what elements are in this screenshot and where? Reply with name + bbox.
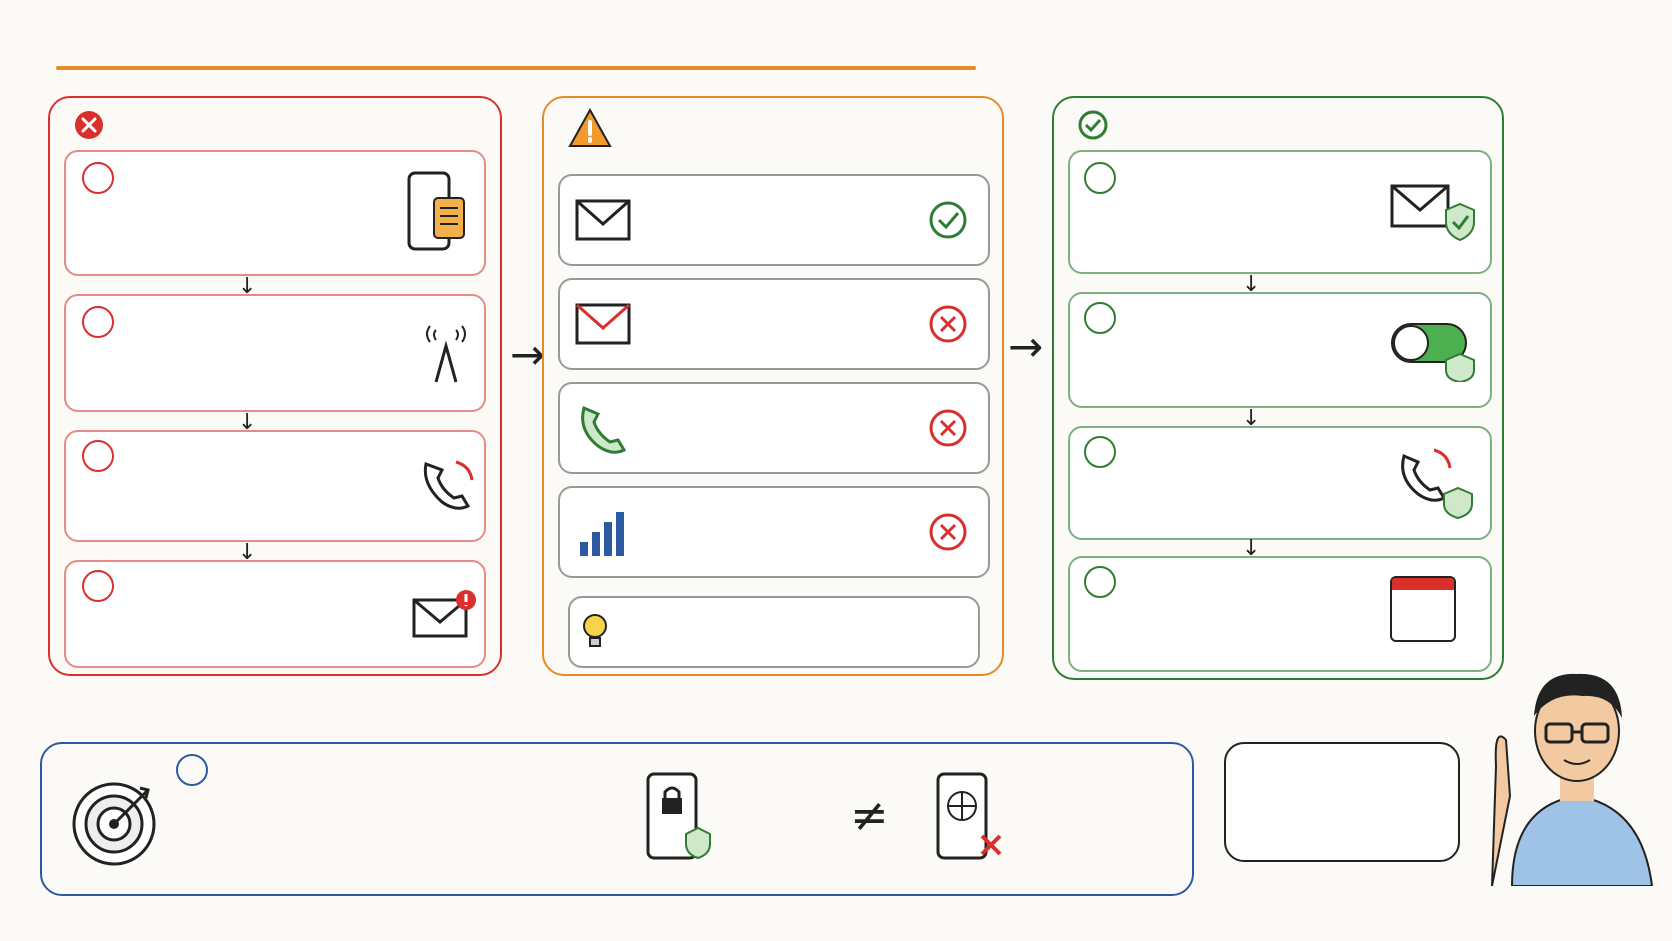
arrow-down-icon: ↓ bbox=[1242, 406, 1261, 431]
lightbulb-icon bbox=[583, 614, 607, 647]
phone-shield-icon bbox=[1401, 448, 1473, 520]
right-usage-header bbox=[1078, 110, 1116, 140]
cross-circle-icon bbox=[929, 305, 967, 343]
wrong-card-4-number bbox=[82, 570, 114, 602]
right-card-2 bbox=[1068, 292, 1492, 408]
fee-warning-panel bbox=[542, 96, 1004, 676]
wrong-card-3-number bbox=[82, 440, 114, 472]
signal-bars-icon bbox=[580, 512, 624, 556]
right-card-3 bbox=[1068, 426, 1492, 540]
envelope-shield-icon bbox=[1390, 184, 1475, 242]
arrow-down-icon: ↓ bbox=[238, 540, 257, 565]
wrong-card-2-number bbox=[82, 306, 114, 338]
check-circle-icon bbox=[929, 201, 967, 239]
phone-lock-icon bbox=[646, 772, 711, 860]
arrow-down-icon: ↓ bbox=[238, 274, 257, 299]
arrow-down-icon: ↓ bbox=[1242, 272, 1261, 297]
right-card-2-number bbox=[1084, 302, 1116, 334]
phone-icon bbox=[581, 405, 627, 454]
speech-bubble bbox=[1224, 742, 1460, 862]
warning-triangle-icon bbox=[568, 108, 612, 147]
right-usage-panel: ↓ ↓ ↓ bbox=[1052, 96, 1504, 680]
phone-sim-icon bbox=[407, 171, 465, 251]
fee-item-4 bbox=[558, 486, 990, 578]
calendar-icon bbox=[1390, 576, 1456, 642]
wrong-card-2 bbox=[64, 294, 486, 412]
wrong-card-1-number bbox=[82, 162, 114, 194]
right-card-3-number bbox=[1084, 436, 1116, 468]
wrong-card-4 bbox=[64, 560, 486, 668]
envelope-sending-icon bbox=[575, 303, 631, 345]
wrong-card-1 bbox=[64, 150, 486, 276]
not-equal-sign: ≠ bbox=[850, 788, 889, 842]
wrong-usage-panel: ↓ ↓ ↓ bbox=[48, 96, 502, 676]
arrow-right-icon: → bbox=[1008, 322, 1044, 371]
phone-globe-icon bbox=[936, 772, 1002, 860]
fee-item-1 bbox=[558, 174, 990, 266]
signal-tower-icon bbox=[426, 325, 466, 383]
wrong-usage-header bbox=[74, 110, 112, 140]
error-x-icon bbox=[75, 111, 103, 139]
fee-item-2 bbox=[558, 278, 990, 370]
envelope-icon bbox=[575, 199, 631, 241]
fee-item-3 bbox=[558, 382, 990, 474]
wrong-card-3 bbox=[64, 430, 486, 542]
right-card-4 bbox=[1068, 556, 1492, 672]
right-card-4-number bbox=[1084, 566, 1116, 598]
conclusion-number bbox=[176, 754, 208, 786]
cross-circle-icon bbox=[929, 409, 967, 447]
target-icon bbox=[72, 782, 156, 866]
teacher-avatar bbox=[1491, 673, 1654, 886]
cross-circle-icon bbox=[929, 513, 967, 551]
check-circle-icon bbox=[1078, 110, 1108, 140]
fee-tip-box bbox=[568, 596, 980, 668]
fee-warning-header bbox=[568, 108, 620, 148]
right-card-1-number bbox=[1084, 162, 1116, 194]
conclusion-panel: ≠ bbox=[40, 742, 1194, 896]
title-underline bbox=[56, 66, 976, 70]
toggle-switch-icon bbox=[1391, 323, 1475, 382]
arrow-down-icon: ↓ bbox=[1242, 536, 1261, 561]
arrow-right-icon: → bbox=[510, 330, 546, 379]
arrow-down-icon: ↓ bbox=[238, 410, 257, 435]
phone-call-icon bbox=[423, 460, 474, 510]
right-card-1 bbox=[1068, 150, 1492, 274]
envelope-alert-icon bbox=[412, 590, 476, 638]
